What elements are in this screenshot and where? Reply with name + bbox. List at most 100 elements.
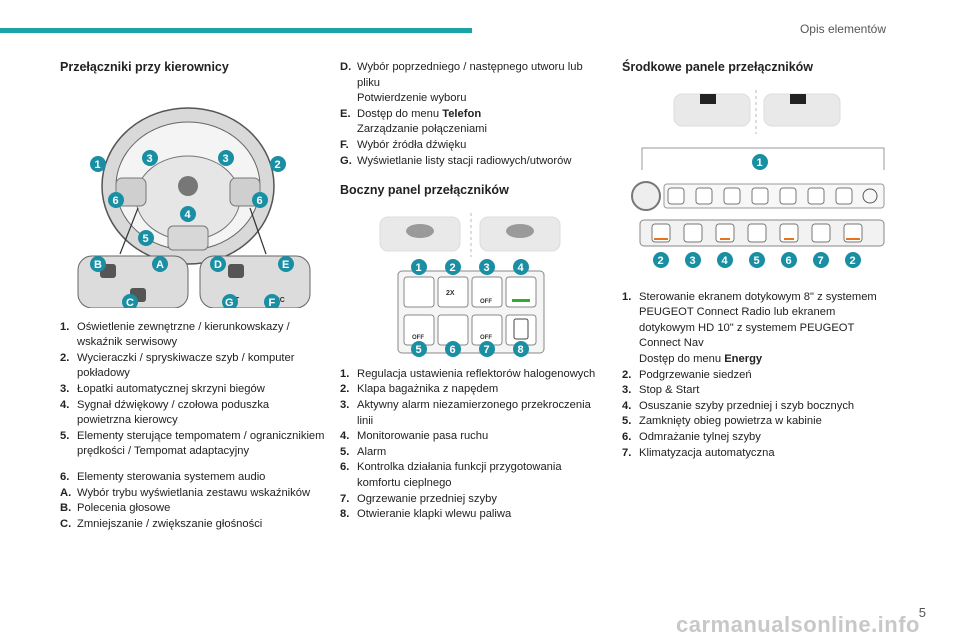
svg-text:4: 4 bbox=[722, 255, 729, 267]
list-item: 2.Klapa bagażnika z napędem bbox=[340, 383, 499, 396]
badge-1: 1 bbox=[752, 153, 768, 170]
svg-text:5: 5 bbox=[754, 255, 760, 267]
off-label-5: OFF bbox=[412, 335, 424, 341]
svg-text:7: 7 bbox=[818, 255, 824, 267]
svg-text:2: 2 bbox=[275, 159, 281, 171]
badge-A: A bbox=[152, 255, 168, 272]
badge-2: 2 bbox=[270, 155, 286, 172]
side-panel-items-list: 1.Regulacja ustawienia reflektorów halog… bbox=[340, 367, 602, 523]
badge-6-left: 6 bbox=[108, 191, 124, 208]
badge-E: E bbox=[278, 255, 294, 272]
svg-text:A: A bbox=[156, 259, 164, 271]
badge-6-right: 6 bbox=[252, 191, 268, 208]
svg-text:F: F bbox=[269, 297, 276, 308]
steering-items-continued: D.Wybór poprzedniego / następnego utworu… bbox=[340, 60, 602, 169]
badge-5: 5 bbox=[138, 229, 154, 246]
list-item: 2.Wycieraczki / spryskiwacze szyb / komp… bbox=[60, 351, 295, 380]
list-item: 6.Odmrażanie tylnej szyby bbox=[622, 430, 761, 443]
svg-text:6: 6 bbox=[113, 195, 119, 207]
badge-8: 8 bbox=[513, 340, 529, 357]
list-item: 7.Ogrzewanie przedniej szyby bbox=[340, 492, 497, 505]
list-item: 8.Otwieranie klapki wlewu paliwa bbox=[340, 508, 512, 521]
off-label-7: OFF bbox=[480, 335, 492, 341]
svg-text:B: B bbox=[94, 259, 102, 271]
svg-text:3: 3 bbox=[147, 153, 153, 165]
header-title: Opis elementów bbox=[799, 22, 886, 36]
list-item: D.Wybór poprzedniego / następnego utworu… bbox=[340, 61, 583, 105]
steering-items-list-2: 6.Elementy sterowania systemem audio A.W… bbox=[60, 470, 325, 532]
svg-text:C: C bbox=[126, 297, 134, 308]
list-item: 2.Podgrzewanie siedzeń bbox=[622, 368, 752, 381]
column-center-panels: Środkowe panele przełączników 1 bbox=[622, 60, 892, 461]
list-item: 4.Osuszanie szyby przedniej i szyb boczn… bbox=[622, 399, 855, 412]
list-item: F.Wybór źródła dźwięku bbox=[340, 138, 467, 151]
badge-6: 6 bbox=[445, 340, 461, 357]
list-item: 4.Sygnał dźwiękowy / czołowa poduszka po… bbox=[60, 398, 270, 427]
svg-text:3: 3 bbox=[223, 153, 229, 165]
badge-3: 3 bbox=[685, 251, 701, 268]
list-item: 3.Aktywny alarm niezamierzonego przekroc… bbox=[340, 398, 591, 427]
badge-2-left: 2 bbox=[653, 251, 669, 268]
steering-wheel-figure: LIST SRC 1 2 3 3 4 5 6 6 B A C D E G F bbox=[77, 106, 311, 308]
badge-D: D bbox=[210, 255, 226, 272]
section-heading-side-panel: Boczny panel przełączników bbox=[340, 183, 509, 198]
list-item: G.Wyświetlanie listy stacji radiowych/ut… bbox=[340, 154, 572, 167]
badge-6: 6 bbox=[781, 251, 797, 268]
list-item: 3.Łopatki automatycznej skrzyni biegów bbox=[60, 382, 265, 395]
svg-text:D: D bbox=[214, 259, 222, 271]
svg-text:6: 6 bbox=[257, 195, 263, 207]
list-item: 5.Zamknięty obieg powietrza w kabinie bbox=[622, 415, 822, 428]
svg-text:4: 4 bbox=[185, 209, 192, 221]
header-accent-bar bbox=[0, 28, 472, 33]
badge-3-left: 3 bbox=[142, 149, 158, 166]
list-item: 5.Elementy sterujące tempomatem / ograni… bbox=[60, 429, 325, 458]
svg-text:1: 1 bbox=[95, 159, 101, 171]
list-item: C.Zmniejszanie / zwiększanie głośności bbox=[60, 517, 263, 530]
svg-text:8: 8 bbox=[518, 344, 524, 356]
svg-text:G: G bbox=[225, 297, 234, 308]
badge-4: 4 bbox=[513, 258, 529, 275]
svg-text:2: 2 bbox=[450, 262, 456, 274]
svg-text:4: 4 bbox=[518, 262, 525, 274]
badge-G: G bbox=[222, 293, 238, 308]
off-label-3: OFF bbox=[480, 299, 492, 305]
side-panel-figure: 2X OFF OFF OFF 1 2 3 4 5 6 7 8 bbox=[379, 212, 561, 357]
section-heading-center-panels: Środkowe panele przełączników bbox=[622, 60, 814, 74]
svg-text:5: 5 bbox=[416, 344, 422, 356]
svg-text:3: 3 bbox=[484, 262, 490, 274]
badge-1: 1 bbox=[411, 258, 427, 275]
list-item: 4.Monitorowanie pasa ruchu bbox=[340, 430, 489, 443]
list-item: 1.Oświetlenie zewnętrzne / kierunkowskaz… bbox=[60, 320, 290, 349]
svg-text:5: 5 bbox=[143, 233, 149, 245]
svg-text:1: 1 bbox=[416, 262, 422, 274]
column-steering-switches: Przełączniki przy kierownicy LIST SRC 1 … bbox=[60, 60, 325, 532]
list-item: 6.Elementy sterowania systemem audio bbox=[60, 470, 266, 483]
section-heading-steering: Przełączniki przy kierownicy bbox=[60, 60, 229, 74]
list-item: 6.Kontrolka działania funkcji przygotowa… bbox=[340, 461, 562, 489]
svg-text:6: 6 bbox=[450, 344, 456, 356]
badge-1: 1 bbox=[90, 155, 106, 172]
svg-text:6: 6 bbox=[786, 255, 792, 267]
badge-2: 2 bbox=[445, 258, 461, 275]
svg-text:7: 7 bbox=[484, 344, 490, 356]
page-number: 5 bbox=[918, 605, 926, 620]
list-item: 1.Regulacja ustawienia reflektorów halog… bbox=[340, 367, 596, 380]
x2-label: 2X bbox=[446, 290, 455, 297]
svg-text:3: 3 bbox=[690, 255, 696, 267]
center-panel-items-list: 1.Sterowanie ekranem dotykowym 8" z syst… bbox=[622, 290, 892, 462]
list-item: 3.Stop & Start bbox=[622, 384, 700, 397]
badge-F: F bbox=[264, 293, 280, 308]
list-item: 5.Alarm bbox=[340, 445, 387, 458]
list-item: A.Wybór trybu wyświetlania zestawu wskaź… bbox=[60, 486, 311, 499]
volume-knob-icon bbox=[631, 180, 661, 211]
badge-4: 4 bbox=[180, 205, 196, 222]
peugeot-logo-icon bbox=[178, 175, 198, 196]
badge-3-right: 3 bbox=[218, 149, 234, 166]
list-item: 7.Klimatyzacja automatyczna bbox=[622, 446, 775, 459]
column-side-panel: D.Wybór poprzedniego / następnego utworu… bbox=[340, 60, 602, 523]
badge-B: B bbox=[90, 255, 106, 272]
badge-2-right: 2 bbox=[845, 251, 861, 268]
watermark: carmanualsonline.info bbox=[676, 612, 920, 637]
badge-7: 7 bbox=[813, 251, 829, 268]
